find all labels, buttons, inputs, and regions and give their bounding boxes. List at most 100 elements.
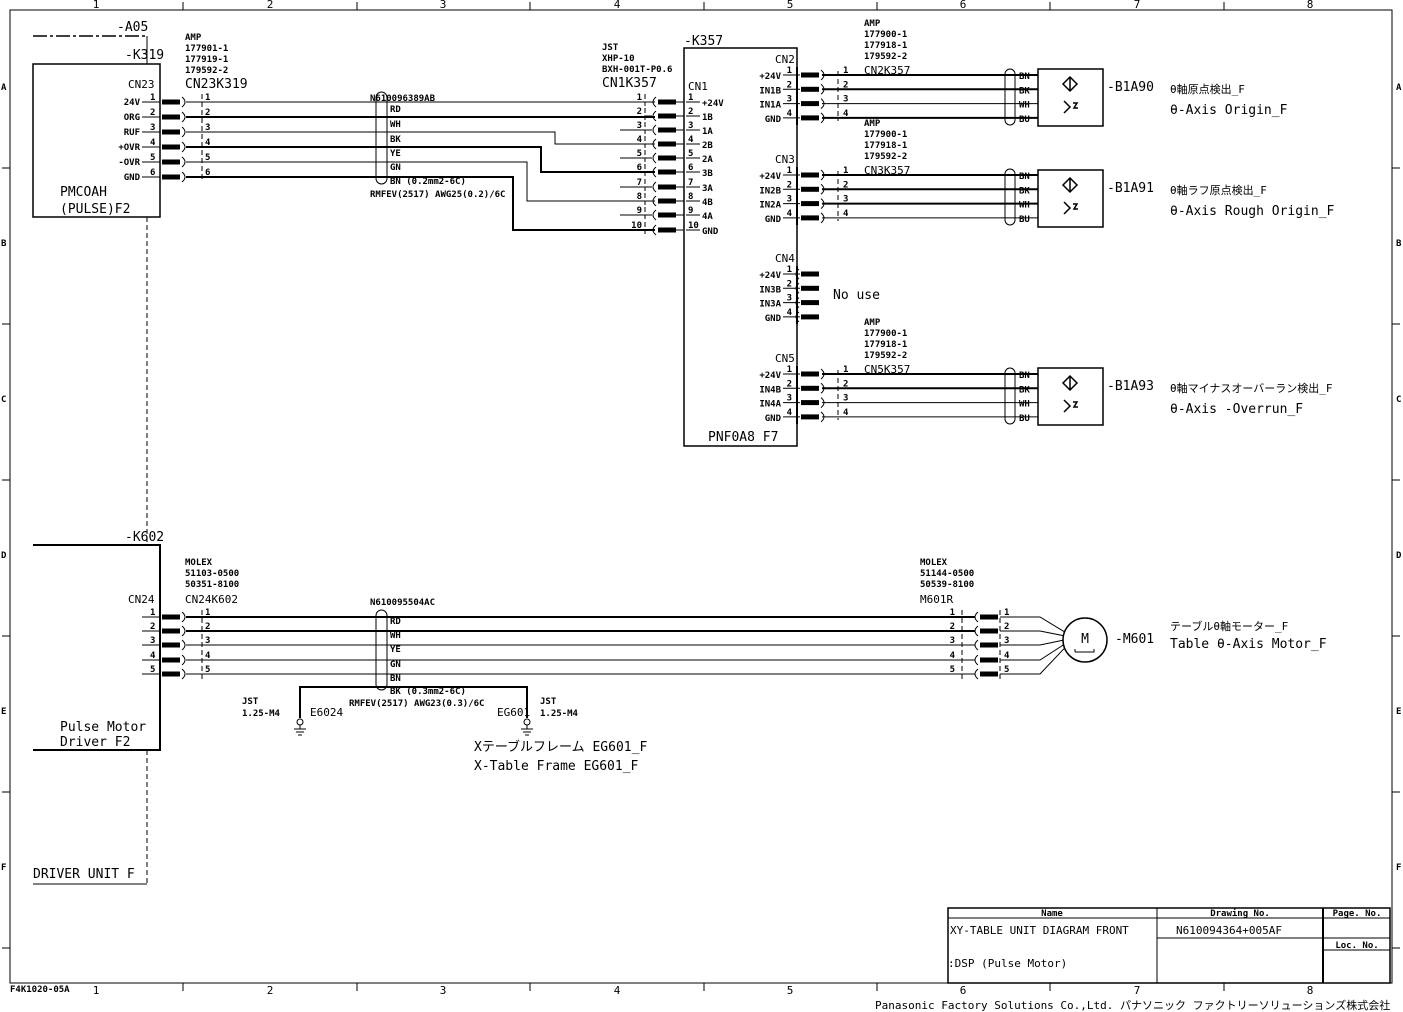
cable-shield bbox=[375, 91, 388, 185]
pin-number: 1 bbox=[950, 608, 955, 618]
pin-number: 10 bbox=[688, 221, 699, 231]
pin-number: 4 bbox=[1004, 651, 1010, 661]
row-label-right: F bbox=[1396, 863, 1401, 873]
contact-pin bbox=[162, 99, 180, 105]
contact-pin bbox=[658, 141, 676, 147]
cn23-label: CN23 bbox=[128, 78, 155, 91]
cn1-pin-signal: 1A bbox=[702, 127, 713, 137]
page-no-header: Page. No. bbox=[1333, 909, 1382, 919]
connector-pin-signal: IN1A bbox=[759, 101, 781, 111]
sensor-desc-jp: θ軸マイナスオーバーラン検出_F bbox=[1170, 381, 1333, 395]
sensor-plug-spec: 177918-1 bbox=[864, 340, 907, 350]
contact-socket bbox=[974, 625, 979, 637]
k602-box bbox=[33, 544, 161, 751]
k357-title: PNF0A8 F7 bbox=[708, 430, 778, 445]
contact-socket bbox=[795, 268, 800, 280]
pin-number: 2 bbox=[843, 379, 848, 389]
cable1-spec: RMFEV(2517) AWG25(0.2)/6C bbox=[370, 190, 505, 200]
contact-pin bbox=[801, 172, 819, 178]
cn1-pin-signal: 2B bbox=[702, 141, 713, 151]
pin-number: 2 bbox=[205, 622, 210, 632]
pin-number: 4 bbox=[787, 209, 793, 219]
pin-number: 1 bbox=[205, 608, 210, 618]
pin-number: 2 bbox=[205, 108, 210, 118]
sensor-wire-color: WH bbox=[1019, 400, 1030, 410]
cable-shield bbox=[1004, 68, 1016, 126]
column-label-top: 7 bbox=[1134, 0, 1141, 11]
form-code: F4K1020-05A bbox=[10, 985, 70, 995]
sensor-desc-jp: θ軸原点検出_F bbox=[1170, 82, 1245, 96]
contact-socket bbox=[652, 166, 657, 178]
cable1-wire-color: YE bbox=[390, 149, 401, 159]
connector-pin-signal: GND bbox=[765, 115, 782, 125]
contact-pin bbox=[980, 657, 998, 663]
contact-socket bbox=[974, 654, 979, 666]
frame-ground-en: X-Table Frame EG601_F bbox=[474, 759, 639, 774]
proximity-sensor bbox=[1037, 68, 1104, 127]
pin-number: 2 bbox=[950, 622, 955, 632]
sensor-plug-spec: AMP bbox=[864, 19, 881, 29]
k602-title: Pulse Motor bbox=[60, 720, 146, 735]
sensor-desc-en: θ-Axis -Overrun_F bbox=[1170, 402, 1303, 417]
contact-socket bbox=[181, 639, 186, 651]
connector-pin-signal: GND bbox=[765, 414, 782, 424]
loc-no-header: Loc. No. bbox=[1335, 941, 1378, 951]
sensor-plug-spec: 177918-1 bbox=[864, 41, 907, 51]
cn23-pin-signal: +OVR bbox=[118, 143, 140, 153]
pin-number: 6 bbox=[205, 168, 210, 178]
contact-pin bbox=[980, 642, 998, 648]
motor-lead bbox=[1000, 616, 1065, 633]
pin-number: 3 bbox=[637, 121, 642, 131]
contact-pin bbox=[162, 628, 180, 634]
contact-pin bbox=[658, 155, 676, 161]
cn24-label: CN24 bbox=[128, 593, 155, 606]
sheet-border bbox=[9, 9, 1393, 984]
sensor-plug-spec: CN3K357 bbox=[864, 164, 910, 177]
cn23-plug-spec: 179592-2 bbox=[185, 66, 228, 76]
connector-pin-signal: IN2B bbox=[759, 186, 781, 196]
contact-pin bbox=[162, 671, 180, 677]
pin-number: 5 bbox=[150, 665, 155, 675]
contact-socket bbox=[181, 96, 186, 108]
pin-number: 5 bbox=[950, 665, 955, 675]
k319-box bbox=[32, 63, 161, 218]
pin-number: 3 bbox=[150, 123, 155, 133]
cable-wire bbox=[186, 131, 655, 145]
drawing-number: N610094364+005AF bbox=[1176, 924, 1282, 937]
contact-pin bbox=[801, 72, 819, 78]
motor-plug-spec: M601R bbox=[920, 593, 953, 606]
pin-number: 2 bbox=[150, 108, 155, 118]
cn23-pin-signal: ORG bbox=[124, 113, 140, 123]
contact-pin bbox=[162, 144, 180, 150]
pin-number: 7 bbox=[637, 178, 642, 188]
pin-number: 4 bbox=[688, 135, 694, 145]
contact-pin bbox=[801, 101, 819, 107]
proximity-sensor bbox=[1037, 367, 1104, 426]
pin-number: 1 bbox=[1004, 608, 1009, 618]
pin-number: 5 bbox=[637, 149, 642, 159]
cn1-plug-spec: JST bbox=[602, 43, 619, 53]
row-label-left: E bbox=[1, 707, 6, 717]
pin-number: 2 bbox=[150, 622, 155, 632]
contact-socket bbox=[181, 171, 186, 183]
contact-socket bbox=[181, 668, 186, 680]
k602-title: Driver F2 bbox=[60, 735, 130, 750]
pin-number: 9 bbox=[637, 206, 642, 216]
contact-pin bbox=[801, 300, 819, 306]
cable2-wire-color: BN bbox=[390, 674, 401, 684]
cn1-plug-spec: BXH-001T-P0.6 bbox=[602, 65, 672, 75]
sensor-ref: -B1A91 bbox=[1107, 181, 1154, 196]
connector-pin-signal: GND bbox=[765, 314, 782, 324]
contact-pin bbox=[658, 212, 676, 218]
pin-number: 9 bbox=[688, 206, 693, 216]
ground-terminal: 1.25-M4 bbox=[540, 709, 579, 719]
cn23-plug-spec: CN23K319 bbox=[185, 77, 248, 92]
cn23-plug-spec: 177919-1 bbox=[185, 55, 228, 65]
cn1-plug-spec: XHP-10 bbox=[602, 54, 635, 64]
pin-number: 4 bbox=[787, 109, 793, 119]
terminal-ring bbox=[523, 718, 531, 726]
contact-socket bbox=[181, 111, 186, 123]
